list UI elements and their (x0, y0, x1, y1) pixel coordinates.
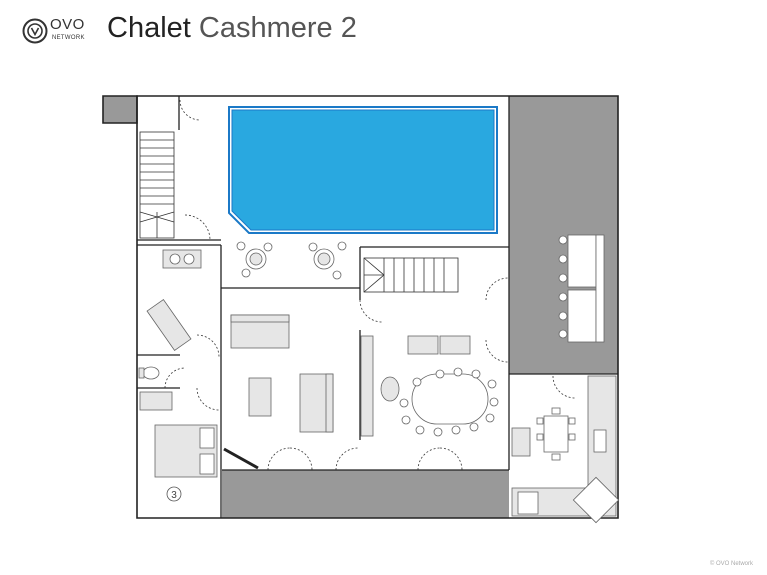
logo-word: OVO (50, 16, 85, 33)
furniture (138, 234, 620, 524)
outside-corner (103, 96, 137, 123)
armchair (380, 376, 400, 402)
lounger-1 (567, 234, 597, 288)
logo-subtext: NETWORK (52, 35, 85, 41)
interior-walls (137, 96, 618, 518)
bathtub (146, 299, 192, 351)
copyright: © OVO Network (709, 561, 753, 567)
kitchen-table (543, 415, 569, 453)
swimming-pool (228, 106, 498, 234)
toilet (142, 366, 160, 380)
ovo-logo[interactable]: OVO NETWORK (22, 16, 92, 48)
counter-2 (439, 335, 471, 355)
header: OVO NETWORK Chalet Cashmere 2 (0, 0, 767, 70)
vanity (162, 249, 202, 269)
sideboard (360, 335, 374, 437)
cooktop (572, 476, 620, 524)
counter-1 (407, 335, 439, 355)
staircase-secondary (363, 257, 459, 293)
bedroom-desk (139, 391, 173, 411)
door-swings (164, 99, 576, 471)
staircase-main (139, 131, 175, 239)
room-number-badge: 3 (166, 486, 182, 502)
ski-rack (223, 447, 259, 470)
lounger-2 (567, 289, 597, 343)
kitchen-cabinet (511, 427, 531, 457)
dining-table (411, 373, 489, 425)
oven (593, 429, 607, 453)
outer-walls (102, 95, 619, 519)
page-title: Chalet Cashmere 2 (107, 12, 357, 45)
terrace-south (222, 470, 509, 518)
title-main: Chalet (107, 12, 191, 44)
room-number: 3 (171, 490, 177, 501)
sink (517, 491, 539, 515)
coffee-table (248, 377, 272, 417)
title-sub: Cashmere 2 (198, 12, 357, 44)
ovo-logo-icon (22, 18, 48, 44)
